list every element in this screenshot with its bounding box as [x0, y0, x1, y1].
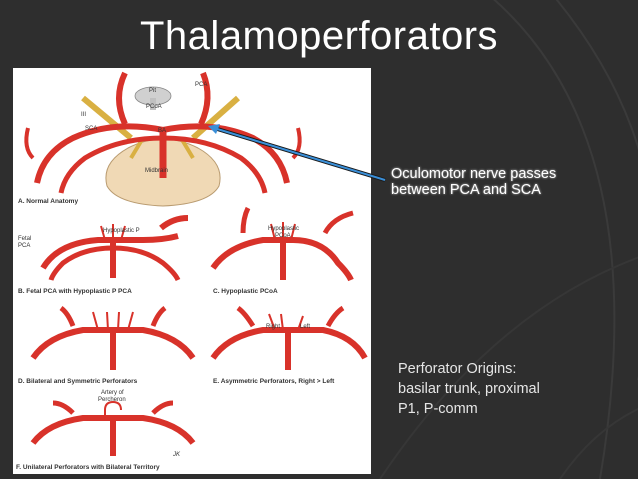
label-fetal-pca: PCA — [18, 243, 31, 249]
panel-a-drawing — [24, 71, 302, 207]
panel-c-label: C. Hypoplastic PCoA — [213, 288, 278, 295]
label-pcoa: PCoA — [146, 104, 162, 110]
origins-line-1: Perforator Origins: — [398, 361, 517, 377]
label-pit: Pit — [149, 88, 157, 94]
panel-f-drawing — [30, 400, 196, 456]
anatomy-figure: Pit PCoA PCA BA SCA III Midbrain A. Norm… — [13, 68, 371, 474]
callout-line-1: Oculomotor nerve passes — [391, 166, 557, 182]
panel-e-label: E. Asymmetric Perforators, Right > Left — [213, 378, 335, 385]
label-right: Right — [266, 324, 281, 330]
label-hypoplastic-p: Hypoplastic P — [103, 228, 140, 234]
panel-d-label: D. Bilateral and Symmetric Perforators — [18, 378, 138, 385]
label-midbrain: Midbrain — [145, 168, 169, 174]
origins-line-2: basilar trunk, proximal — [398, 381, 540, 397]
label-iii: III — [81, 112, 87, 118]
perforator-origins-text: Perforator Origins: basilar trunk, proxi… — [398, 359, 540, 419]
callout-line-2: between PCA and SCA — [391, 182, 541, 198]
artist-signature: JK — [173, 452, 181, 458]
label-left: Left — [300, 324, 311, 330]
panel-b-drawing — [40, 215, 189, 282]
slide-title: Thalamoperforators — [140, 14, 499, 58]
label-sca: SCA — [85, 126, 98, 132]
label-ba: BA — [158, 128, 167, 134]
panel-d-drawing — [30, 305, 196, 370]
label-pca: PCA — [195, 82, 208, 88]
origins-line-3: P1, P-comm — [398, 401, 478, 417]
panel-b-label: B. Fetal PCA with Hypoplastic P PCA — [18, 288, 132, 295]
label-hypoplastic-pcoa: Hypoplastic — [268, 226, 300, 232]
panel-f-label: F. Unilateral Perforators with Bilateral… — [16, 464, 160, 471]
oculomotor-callout: Oculomotor nerve passes between PCA and … — [391, 166, 556, 198]
panel-c-drawing — [210, 206, 354, 282]
label-pcoa-c: PCoA — [275, 233, 291, 239]
panel-e-drawing — [210, 305, 368, 370]
label-percheron: Percheron — [98, 397, 126, 403]
label-artery-of: Artery of — [101, 390, 124, 396]
label-fetal: Fetal — [18, 236, 32, 242]
anatomy-illustration — [24, 71, 368, 456]
panel-a-label: A. Normal Anatomy — [18, 198, 79, 205]
